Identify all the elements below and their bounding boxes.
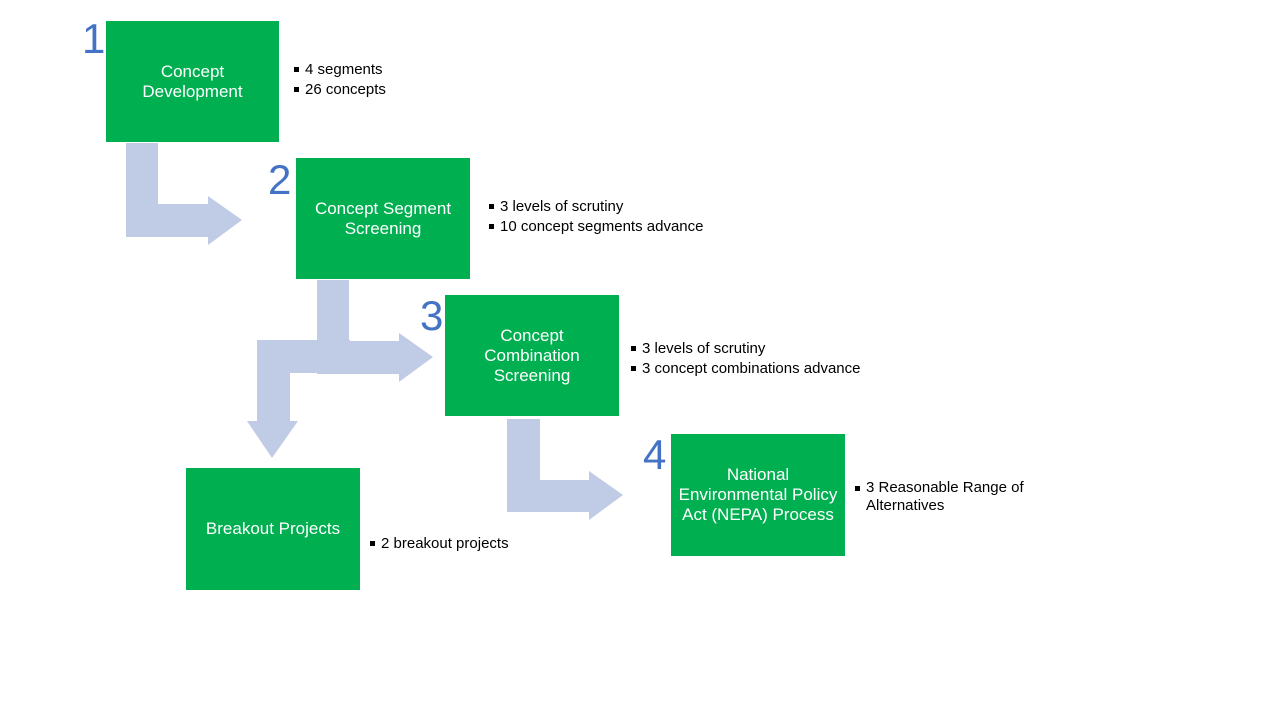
- arrow-step3-to-step4: [507, 419, 623, 520]
- step-box-concept-segment-screening: Concept Segment Screening: [296, 158, 470, 279]
- step-3-bullets: 3 levels of scrutiny 3 concept combinati…: [631, 339, 860, 379]
- arrow-step2-to-breakout: [247, 340, 350, 458]
- step-2-bullets: 3 levels of scrutiny 10 concept segments…: [489, 197, 703, 237]
- step-box-nepa-process: National Environmental Policy Act (NEPA)…: [671, 434, 845, 556]
- step-title: Concept Development: [142, 61, 243, 101]
- bullet-item: 26 concepts: [294, 80, 386, 100]
- breakout-title: Breakout Projects: [205, 519, 341, 538]
- bullet-item: 3 levels of scrutiny: [631, 339, 860, 359]
- step-title: National Environmental Policy Act (NEPA)…: [678, 465, 838, 524]
- step-number-3: 3: [420, 292, 444, 339]
- bullet-item: 3 Reasonable Range of Alternatives: [855, 479, 1045, 515]
- breakout-projects-box: Breakout Projects: [186, 468, 360, 590]
- step-1-bullets: 4 segments 26 concepts: [294, 60, 386, 100]
- step-number-1: 1: [82, 15, 106, 62]
- step-box-concept-combination-screening: Concept Combination Screening: [445, 295, 619, 416]
- bullet-item: 3 levels of scrutiny: [489, 197, 703, 217]
- step-number-2: 2: [268, 156, 292, 203]
- step-box-concept-development: Concept Development: [106, 21, 279, 142]
- step-title: Concept Segment Screening: [314, 198, 452, 238]
- step-number-4: 4: [643, 431, 667, 478]
- bullet-item: 4 segments: [294, 60, 386, 80]
- bullet-item: 3 concept combinations advance: [631, 359, 860, 379]
- bullet-item: 2 breakout projects: [370, 534, 509, 554]
- breakout-bullets: 2 breakout projects: [370, 534, 509, 554]
- arrow-step1-to-step2: [126, 143, 242, 245]
- bullet-item: 10 concept segments advance: [489, 217, 703, 237]
- step-title: Concept Combination Screening: [484, 325, 580, 385]
- step-4-bullets: 3 Reasonable Range of Alternatives: [855, 479, 1045, 515]
